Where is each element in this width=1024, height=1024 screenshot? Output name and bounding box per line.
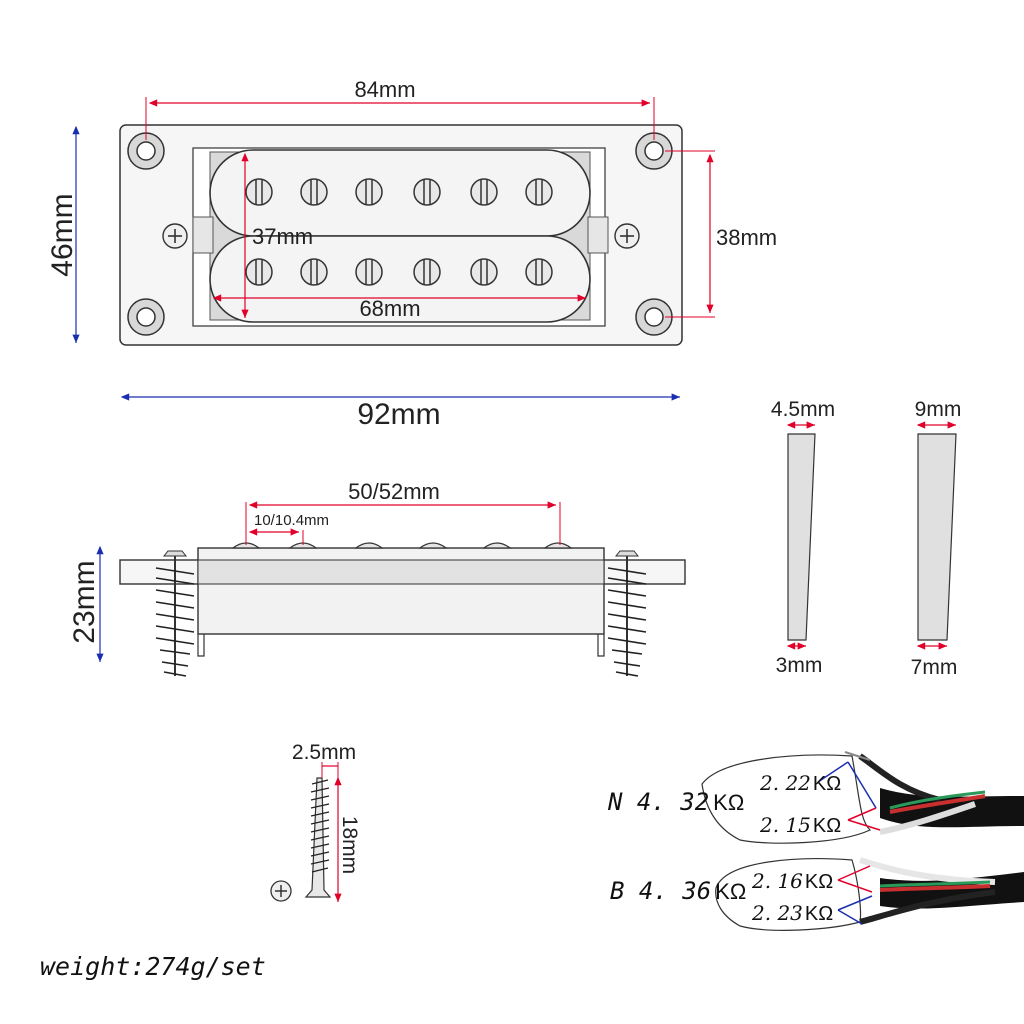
dim-68mm: 68mm: [212, 294, 586, 321]
dim-38mm: 38mm: [665, 150, 777, 318]
top-view: 84mm 46mm 37mm 38mm 68mm 92mm: [46, 77, 777, 431]
shim-thin-bottom-label: 3mm: [776, 654, 823, 677]
dim-label-92mm: 92mm: [357, 398, 440, 431]
side-leg-right: [597, 634, 605, 657]
dim-92mm: 92mm: [120, 393, 680, 431]
neck-lead-2: [847, 761, 877, 809]
dim-label-68mm: 68mm: [359, 296, 420, 321]
dim-10-10-4mm: 10/10.4mm: [248, 512, 329, 545]
screw-diameter-label: 2.5mm: [292, 741, 356, 764]
dim-label-38mm: 38mm: [716, 225, 777, 250]
shim-thick-bottom-label: 7mm: [911, 656, 958, 679]
weight-label: weight:274g/set: [40, 952, 266, 981]
dim-label-84mm: 84mm: [354, 77, 415, 102]
dim-label-46mm: 46mm: [46, 193, 79, 276]
bridge-lead-1: [837, 865, 873, 893]
base-tab-left: [192, 216, 214, 254]
dim-37mm: 37mm: [241, 152, 313, 318]
dim-screw-2-5mm: 2.5mm: [292, 741, 356, 778]
spring-right-icon: [607, 550, 647, 677]
spring-left-icon: [155, 550, 195, 677]
side-view: 50/52mm 10/10.4mm 23mm: [68, 479, 686, 677]
dim-50-52mm: 50/52mm: [245, 479, 561, 545]
screw-length-label: 18mm: [338, 816, 361, 874]
dim-label-37mm: 37mm: [252, 224, 313, 249]
side-leg-left: [197, 634, 205, 657]
screw-head-icon: [270, 880, 292, 902]
screw-side-icon: [304, 777, 332, 898]
shim-thin: 4.5mm 3mm: [771, 398, 835, 677]
dim-84mm: 84mm: [145, 77, 655, 140]
neck-cable: [844, 751, 1024, 835]
shim-thin-top-label: 4.5mm: [771, 398, 835, 421]
bridge-lead-2: [837, 895, 873, 925]
shim-thick: 9mm 7mm: [911, 398, 962, 679]
neck-lead-3: [847, 807, 881, 831]
height-screw-left-icon: [162, 223, 188, 249]
dim-46mm: 46mm: [46, 125, 80, 343]
bridge-cable: [859, 857, 1024, 925]
height-screw-right-icon: [614, 223, 640, 249]
neck-lead-1: [817, 761, 849, 783]
base-tab-right: [587, 216, 609, 254]
neck-callout: [701, 754, 872, 844]
shim-thick-top-label: 9mm: [915, 398, 962, 421]
dim-label-10-10-4mm: 10/10.4mm: [254, 512, 329, 529]
dim-label-50-52mm: 50/52mm: [348, 479, 440, 504]
dim-label-23mm: 23mm: [68, 560, 101, 643]
side-pole-tops: [231, 542, 573, 549]
mounting-hole-bottom-left: [127, 298, 165, 336]
side-ring-front: [197, 559, 605, 585]
dim-screw-18mm: 18mm: [334, 776, 361, 902]
dim-23mm: 23mm: [68, 545, 104, 662]
